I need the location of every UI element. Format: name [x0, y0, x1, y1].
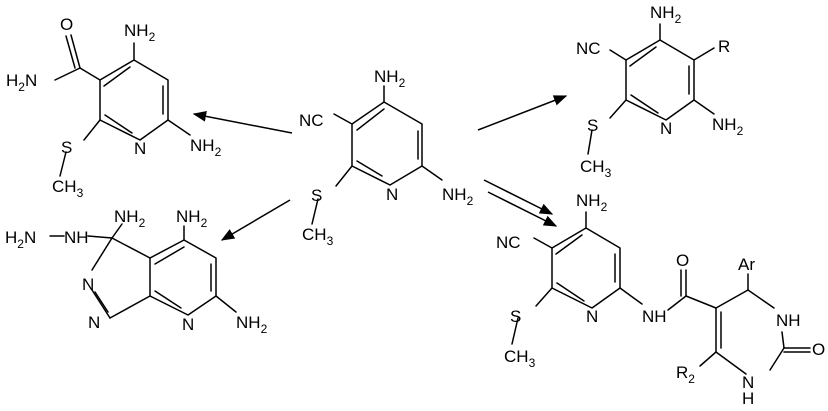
rprod-nh2-top: NH2 — [650, 3, 682, 26]
amide-ring-n: N — [134, 139, 146, 158]
center-ring-n: N — [386, 185, 398, 204]
dhp-sulfur: S — [510, 307, 521, 326]
pyr-hydrazine: H2N — [5, 228, 36, 251]
pyr-hydrazine-nh: NH — [64, 228, 89, 247]
product-amide: NH2 O H2N N S CH3 NH2 — [6, 15, 222, 200]
rprod-nitrile: NC — [576, 39, 601, 58]
arrow-to-dihydropyrimidinone-a — [483, 179, 554, 215]
dhp-ring-n: N — [586, 307, 598, 326]
product-r-substituted: NH2 R NC N S CH3 NH2 — [576, 3, 744, 180]
dhp-nh2-top: NH2 — [576, 191, 608, 214]
dhp-methyl: CH3 — [504, 347, 536, 370]
dhp-oxygen: O — [676, 251, 689, 270]
amide-nh2-right: NH2 — [190, 136, 222, 159]
center-methyl: CH3 — [302, 225, 334, 248]
center-nh2-top: NH2 — [374, 67, 406, 90]
arrow-to-amide — [192, 111, 293, 134]
product-pyrazolopyridine: NH2 NH2 H2N NH N N N NH2 — [5, 207, 268, 336]
pyr-n-upper: N — [82, 275, 94, 294]
rprod-methyl: CH3 — [580, 157, 612, 180]
dhp-ar: Ar — [738, 255, 755, 274]
rprod-sulfur: S — [587, 116, 598, 135]
dhp-nitrile: NC — [496, 233, 521, 252]
dhp-ring-nh-upper: NH — [776, 311, 801, 330]
rprod-r: R — [718, 37, 730, 56]
center-nh2-right: NH2 — [442, 185, 474, 208]
amide-nh2-top: NH2 — [124, 21, 156, 44]
arrow-to-r-product — [477, 95, 568, 131]
rprod-ring-n: N — [660, 119, 672, 138]
pyr-nh2-right: NH2 — [236, 313, 268, 336]
center-nitrile: NC — [299, 111, 324, 130]
pyr-nh2-top: NH2 — [176, 207, 208, 230]
dhp-amide-nh: NH — [642, 307, 667, 326]
amide-methyl: CH3 — [52, 177, 84, 200]
rprod-nh2-right: NH2 — [712, 115, 744, 138]
dhp-carbonyl-o: O — [812, 340, 825, 359]
amide-sulfur: S — [61, 138, 72, 157]
pyr-ring-n: N — [182, 315, 194, 334]
reaction-arrows — [192, 95, 568, 241]
center-sulfur: S — [311, 186, 322, 205]
dhp-r2: R2 — [676, 363, 695, 386]
arrow-to-pyrazolopyridine — [220, 199, 291, 241]
starting-material: NH2 NC N S CH3 NH2 — [299, 67, 474, 248]
amide-oxygen: O — [60, 15, 73, 34]
arrow-to-dihydropyrimidinone-b — [487, 191, 558, 227]
amide-h2n: H2N — [6, 71, 37, 94]
pyr-n-lower: N — [88, 313, 100, 332]
pyr-nh2-mid: NH2 — [114, 207, 146, 230]
